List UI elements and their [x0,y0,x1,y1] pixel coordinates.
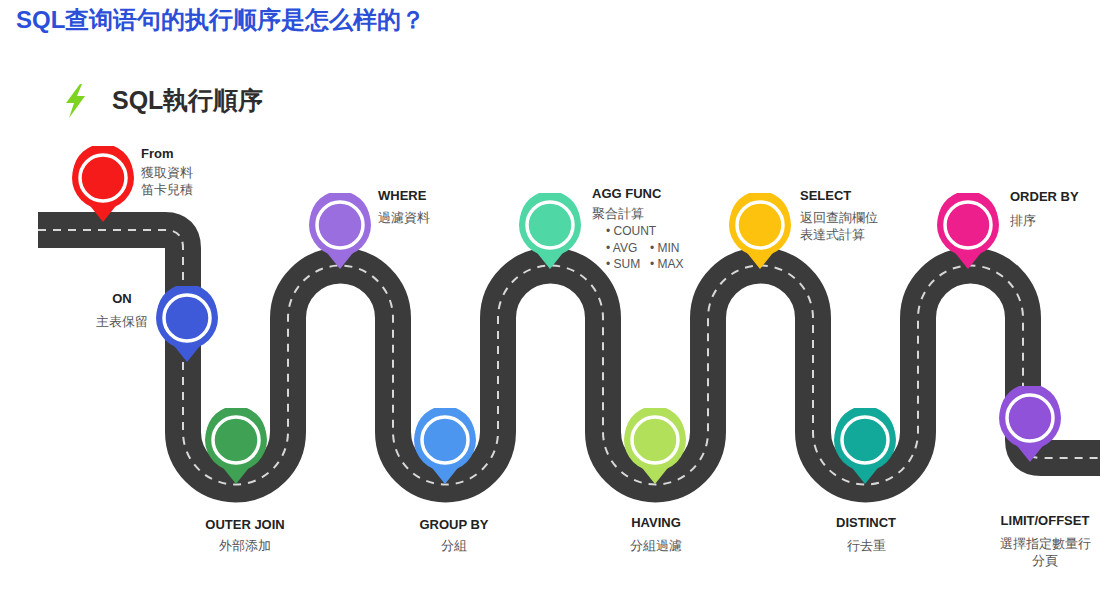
pin-marker: GROUP BY分組 [413,408,477,486]
step-name: OUTER JOIN [205,516,284,534]
pin-marker: OUTER JOIN外部添加 [204,408,268,486]
lightning-icon [66,84,85,118]
pin-shape [518,193,582,271]
step-name: WHERE [378,187,426,205]
pin-marker: DISTINCT行去重 [833,408,897,486]
pin-marker: From獲取資料 笛卡兒積 [71,146,135,224]
pin-shape [998,386,1062,464]
pin-shape [204,408,268,486]
pin-marker: ON主表保留 [155,286,219,364]
pin-marker: SELECT返回查詢欄位 表達式計算 [728,193,792,271]
pin-marker: HAVING分組過濾 [623,408,687,486]
step-description: 聚合計算 [592,206,644,223]
step-description: 行去重 [847,538,886,555]
step-description: 分組過濾 [630,538,682,555]
step-description: 外部添加 [219,538,271,555]
pin-marker: WHERE過濾資料 [308,193,372,271]
step-description: 主表保留 [96,314,148,331]
pin-shape [71,146,135,224]
step-name: DISTINCT [836,514,896,532]
step-description: • SUM [606,256,640,272]
pin-marker: AGG FUNC聚合計算• COUNT• AVG• MIN• SUM• MAX [518,193,582,271]
page-title: SQL查询语句的执行顺序是怎么样的？ [16,4,425,36]
pin-shape [623,408,687,486]
step-name: SELECT [800,187,851,205]
road-band [38,230,1100,485]
pin-marker: ORDER BY排序 [936,193,1000,271]
step-name: GROUP BY [419,516,488,534]
pin-shape [936,193,1000,271]
step-name: HAVING [631,514,681,532]
step-name: From [141,145,174,163]
step-name: LIMIT/OFFSET [1001,512,1090,530]
step-description: 排序 [1010,213,1036,230]
step-description: • COUNT [606,223,656,239]
pin-shape [308,193,372,271]
step-description: 獲取資料 笛卡兒積 [141,165,199,199]
step-description: • AVG [606,240,637,256]
pin-shape [728,193,792,271]
step-description: 過濾資料 [378,210,430,227]
diagram-heading: SQL執行順序 [112,84,263,117]
pin-shape [833,408,897,486]
step-name: ORDER BY [1010,188,1079,206]
step-description: • MAX [650,256,684,272]
step-name: AGG FUNC [592,185,661,203]
step-description: • MIN [650,240,680,256]
pin-shape [413,408,477,486]
step-description: 選擇指定數量行 分頁 [998,536,1093,570]
step-description: 分組 [441,538,467,555]
step-description: 返回查詢欄位 表達式計算 [800,210,883,244]
step-name: ON [112,290,132,308]
road-centerline [38,230,1100,485]
pin-shape [155,286,219,364]
pin-marker: LIMIT/OFFSET選擇指定數量行 分頁 [998,386,1062,464]
